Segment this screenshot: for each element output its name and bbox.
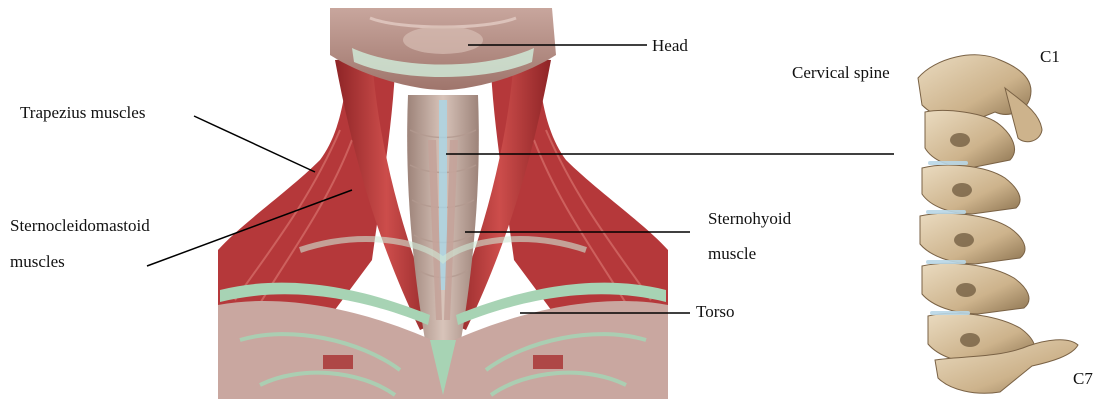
label-c1: C1 xyxy=(1040,47,1060,67)
label-sternocleidomastoid-line1: Sternocleidomastoid xyxy=(10,216,150,236)
label-sternocleidomastoid-line2: muscles xyxy=(10,252,65,272)
label-sternohyoid-line1: Sternohyoid xyxy=(708,209,791,229)
label-trapezius: Trapezius muscles xyxy=(20,103,145,123)
label-torso: Torso xyxy=(696,302,734,322)
leader-trapezius xyxy=(194,116,315,172)
cervical-spine-illustration xyxy=(918,55,1078,393)
label-head: Head xyxy=(652,36,688,56)
label-cervical-spine: Cervical spine xyxy=(792,63,890,83)
neck-anatomy xyxy=(218,8,668,399)
label-sternohyoid-line2: muscle xyxy=(708,244,756,264)
label-c7: C7 xyxy=(1073,369,1093,389)
